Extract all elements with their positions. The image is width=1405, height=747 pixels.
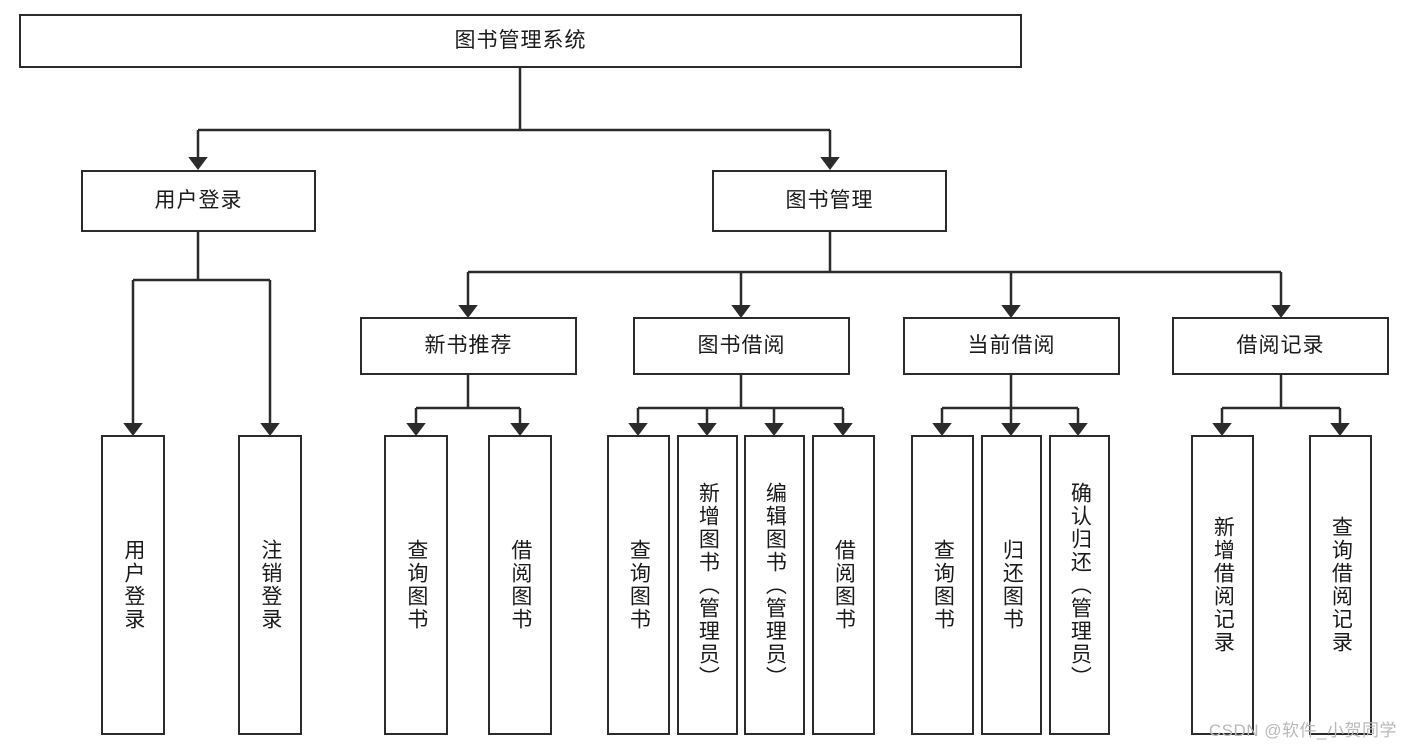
leaf-borrow-record-add-label: 新增借阅记录 bbox=[1211, 516, 1235, 654]
node-root[interactable]: 图书管理系统 bbox=[19, 14, 1022, 68]
leaf-new-book-query-label: 查询图书 bbox=[404, 539, 428, 631]
leaf-borrow-record-query-label: 查询借阅记录 bbox=[1329, 516, 1353, 654]
node-book-management-label: 图书管理 bbox=[785, 189, 874, 213]
leaf-borrow-record-query[interactable]: 查询借阅记录 bbox=[1309, 435, 1372, 735]
leaf-user-login-logout[interactable]: 注销登录 bbox=[238, 435, 302, 735]
node-current-borrow[interactable]: 当前借阅 bbox=[903, 317, 1120, 375]
node-book-borrow[interactable]: 图书借阅 bbox=[633, 317, 850, 375]
node-new-book-recommend-label: 新书推荐 bbox=[424, 334, 513, 358]
leaf-new-book-borrow[interactable]: 借阅图书 bbox=[488, 435, 552, 735]
node-borrow-record-label: 借阅记录 bbox=[1236, 334, 1325, 358]
leaf-current-borrow-return-label: 归还图书 bbox=[1000, 539, 1024, 631]
leaf-book-borrow-edit-label: 编辑图书（管理员） bbox=[763, 481, 787, 689]
leaf-current-borrow-confirm-label: 确认归还（管理员） bbox=[1068, 481, 1092, 689]
node-new-book-recommend[interactable]: 新书推荐 bbox=[360, 317, 577, 375]
node-user-login[interactable]: 用户登录 bbox=[81, 170, 316, 232]
leaf-book-borrow-borrow[interactable]: 借阅图书 bbox=[812, 435, 875, 735]
leaf-book-borrow-borrow-label: 借阅图书 bbox=[832, 539, 856, 631]
leaf-user-login-login[interactable]: 用户登录 bbox=[101, 435, 165, 735]
node-book-borrow-label: 图书借阅 bbox=[697, 334, 786, 358]
leaf-current-borrow-confirm[interactable]: 确认归还（管理员） bbox=[1049, 435, 1110, 735]
node-borrow-record[interactable]: 借阅记录 bbox=[1172, 317, 1389, 375]
leaf-new-book-query[interactable]: 查询图书 bbox=[384, 435, 448, 735]
leaf-current-borrow-return[interactable]: 归还图书 bbox=[981, 435, 1042, 735]
leaf-new-book-borrow-label: 借阅图书 bbox=[508, 539, 532, 631]
leaf-borrow-record-add[interactable]: 新增借阅记录 bbox=[1191, 435, 1254, 735]
node-user-login-label: 用户登录 bbox=[154, 189, 243, 213]
csdn-watermark: CSDN @软件_小贺同学 bbox=[1208, 721, 1397, 740]
leaf-book-borrow-add[interactable]: 新增图书（管理员） bbox=[677, 435, 738, 735]
leaf-book-borrow-query[interactable]: 查询图书 bbox=[607, 435, 670, 735]
node-root-label: 图书管理系统 bbox=[454, 29, 587, 53]
leaf-book-borrow-add-label: 新增图书（管理员） bbox=[696, 481, 720, 689]
leaf-current-borrow-query-label: 查询图书 bbox=[931, 539, 955, 631]
leaf-user-login-login-label: 用户登录 bbox=[121, 539, 145, 631]
leaf-user-login-logout-label: 注销登录 bbox=[258, 539, 282, 631]
leaf-book-borrow-query-label: 查询图书 bbox=[627, 539, 651, 631]
leaf-current-borrow-query[interactable]: 查询图书 bbox=[911, 435, 974, 735]
node-current-borrow-label: 当前借阅 bbox=[967, 334, 1056, 358]
leaf-book-borrow-edit[interactable]: 编辑图书（管理员） bbox=[744, 435, 805, 735]
node-book-management[interactable]: 图书管理 bbox=[712, 170, 947, 232]
